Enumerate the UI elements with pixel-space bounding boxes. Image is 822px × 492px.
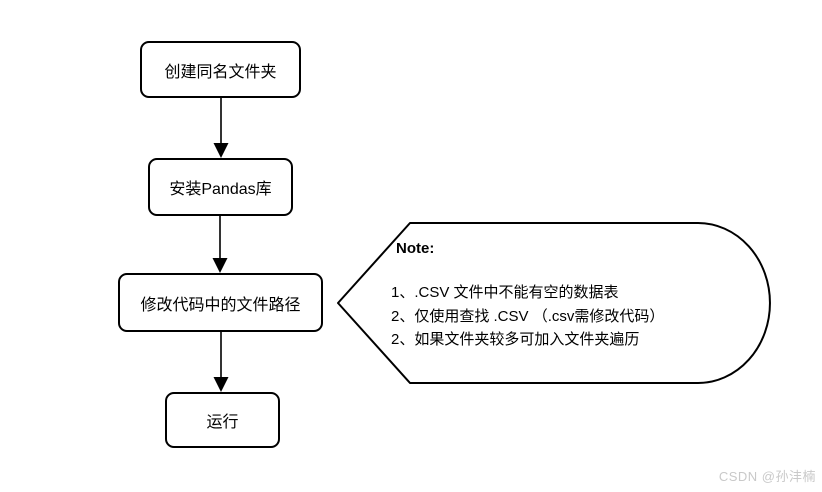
flow-node-modify-path: 修改代码中的文件路径 <box>118 273 323 332</box>
flow-node-create-folder: 创建同名文件夹 <box>140 41 301 98</box>
flow-node-label: 创建同名文件夹 <box>164 63 277 81</box>
note-callout-shape <box>337 222 771 384</box>
note-line: 1、.CSV 文件中不能有空的数据表 <box>391 284 619 301</box>
arrow-create-to-install <box>213 98 229 158</box>
flow-node-install-pandas: 安装Pandas库 <box>148 158 293 216</box>
note-callout-title: Note: <box>396 240 435 257</box>
note-line: 2、仅使用查找 .CSV （.csv需修改代码） <box>391 307 665 325</box>
flow-node-label: 修改代码中的文件路径 <box>140 296 301 314</box>
arrow-install-to-modify <box>212 216 228 273</box>
flow-node-run: 运行 <box>165 392 280 448</box>
arrow-modify-to-run <box>213 332 229 392</box>
csdn-watermark: CSDN @孙沣楠 <box>718 469 816 484</box>
flow-node-label: 安装Pandas库 <box>169 181 272 198</box>
flow-node-label: 运行 <box>206 414 239 431</box>
note-line: 2、如果文件夹较多可加入文件夹遍历 <box>391 331 640 348</box>
note-callout-lines: 1、.CSV 文件中不能有空的数据表 2、仅使用查找 .CSV （.csv需修改… <box>391 281 664 352</box>
